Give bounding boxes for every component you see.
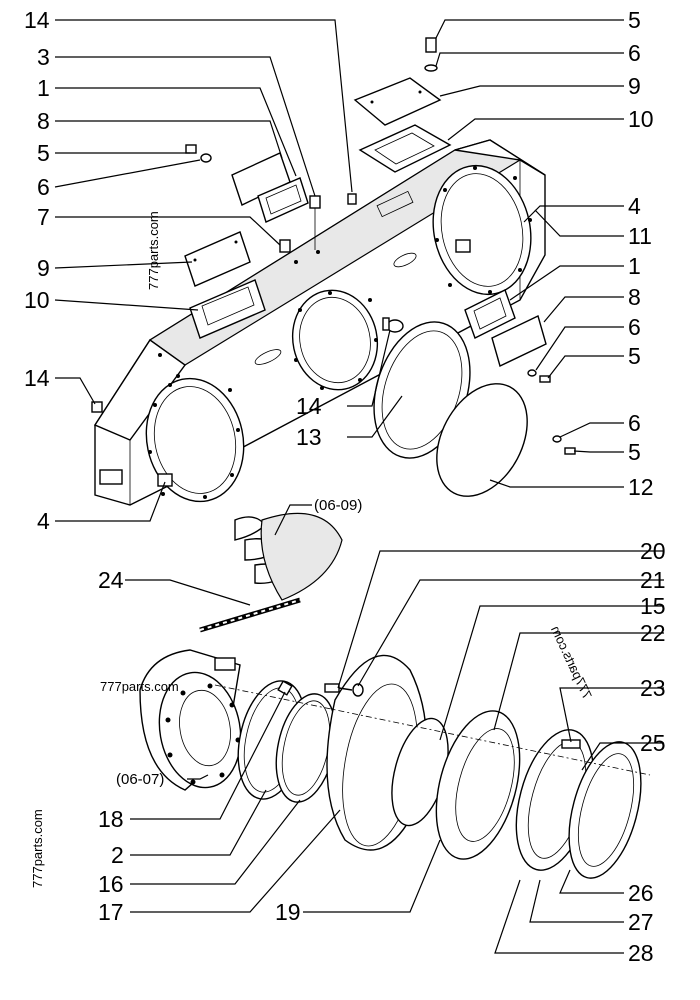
callout-12: 12 — [628, 474, 654, 500]
callout-14-left: 14 — [24, 365, 50, 391]
washer-6-right-a — [527, 369, 537, 377]
callout-11: 11 — [628, 223, 652, 249]
callout-7: 7 — [37, 204, 50, 230]
cover-plate-9-top — [353, 77, 442, 126]
callout-1-left: 1 — [37, 75, 50, 101]
callout-4-right: 4 — [628, 193, 641, 219]
gasket-1-left — [257, 177, 309, 223]
bolt-5-right-a — [539, 375, 551, 383]
callout-28: 28 — [628, 940, 654, 966]
callout-6-right-a: 6 — [628, 314, 641, 340]
callout-9-left: 9 — [37, 255, 50, 281]
callout-14-mid: 14 — [296, 393, 322, 419]
callout-15: 15 — [640, 593, 666, 619]
callout-6-topright: 6 — [628, 40, 641, 66]
callout-5-right-b: 5 — [628, 439, 641, 465]
track-frame — [93, 139, 546, 506]
callout-13: 13 — [296, 424, 322, 450]
callout-10-right: 10 — [628, 106, 654, 132]
fitting-14-mid — [382, 317, 404, 333]
callout-19: 19 — [275, 899, 301, 925]
leader-lines — [54, 19, 664, 954]
centre-axis — [214, 684, 651, 776]
bolt-5-left — [185, 144, 212, 163]
callout-16: 16 — [98, 871, 124, 897]
callout-21: 21 — [640, 567, 666, 593]
callout-14-top: 14 — [24, 7, 50, 33]
callout-25: 25 — [640, 730, 666, 756]
callout-8-right: 8 — [628, 284, 641, 310]
watermark-middle: 777parts.com — [100, 679, 179, 694]
callout-5-topright: 5 — [628, 7, 641, 33]
callout-27: 27 — [628, 909, 654, 935]
watermark-right-mirrored: 777parts.com — [548, 624, 595, 702]
cover-plate-9-left — [184, 231, 251, 287]
callout-18: 18 — [98, 806, 124, 832]
callout-26: 26 — [628, 880, 654, 906]
callout-9-right: 9 — [628, 73, 641, 99]
fitting-14-top — [347, 193, 357, 205]
callout-20: 20 — [640, 538, 666, 564]
gasket-10-left — [189, 279, 266, 339]
fitting-18 — [277, 680, 293, 696]
callout-6-right-b: 6 — [628, 410, 641, 436]
callout-2: 2 — [111, 842, 124, 868]
watermark-lower-left: 777parts.com — [30, 809, 45, 888]
callout-5-left: 5 — [37, 140, 50, 166]
callout-22: 22 — [640, 620, 666, 646]
callout-labels: 14 3 1 8 5 6 7 9 10 14 4 5 6 9 10 4 11 1… — [24, 7, 666, 966]
callout-3: 3 — [37, 44, 50, 70]
bolt-5-right-b — [564, 447, 576, 455]
washer-21 — [352, 683, 364, 697]
fitting-7 — [279, 239, 291, 253]
watermark-upper: 777parts.com — [146, 211, 161, 290]
gasket-10-top — [358, 124, 452, 173]
track-chain-24 — [199, 512, 343, 633]
callout-6-left: 6 — [37, 174, 50, 200]
motor-reference-note: (06-07) — [116, 771, 164, 788]
callout-5-right-a: 5 — [628, 343, 641, 369]
callout-4-bottom: 4 — [37, 508, 50, 534]
ring-26 — [568, 741, 642, 879]
fitting-14-left — [91, 401, 103, 413]
cover-plate-8-right — [491, 315, 547, 367]
callout-17: 17 — [98, 899, 124, 925]
callout-24: 24 — [98, 567, 124, 593]
gasket-1-right — [464, 289, 516, 339]
bolt-20 — [324, 683, 353, 693]
bolt-5-top — [424, 37, 438, 72]
seal-22 — [435, 710, 521, 860]
chain-reference-note: (06-09) — [314, 497, 362, 514]
cover-12 — [436, 383, 528, 497]
callout-23: 23 — [640, 675, 666, 701]
callout-1-right: 1 — [628, 253, 641, 279]
callout-10-left: 10 — [24, 287, 50, 313]
washer-6-right-b — [552, 435, 562, 443]
callout-8-left: 8 — [37, 108, 50, 134]
